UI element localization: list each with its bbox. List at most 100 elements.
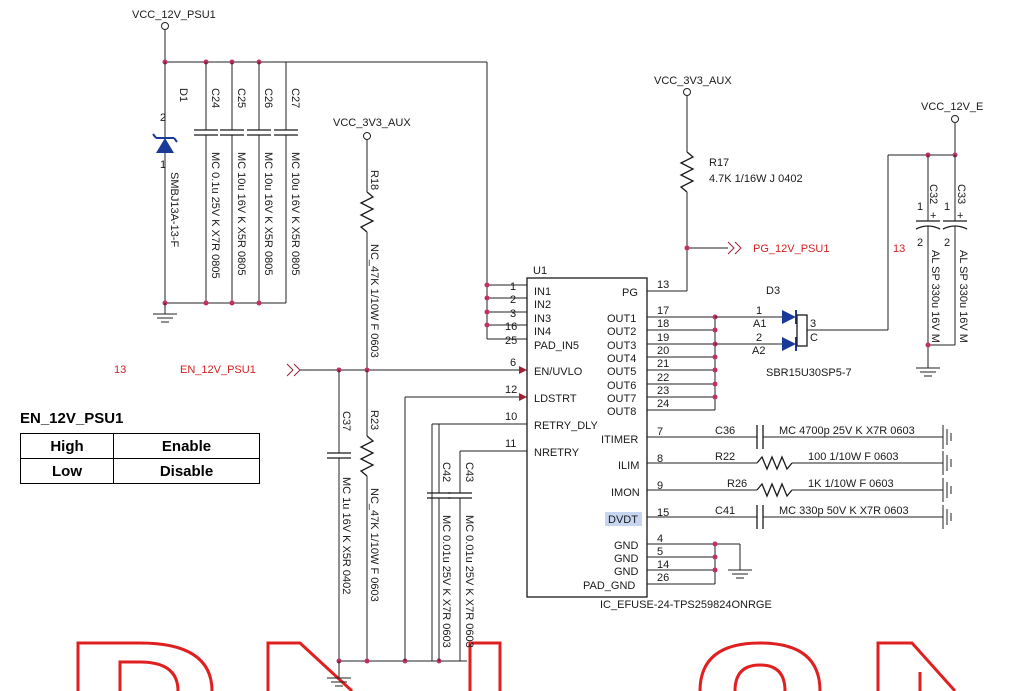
pin-num: 9: [657, 480, 663, 492]
r17-ref: R17: [709, 157, 729, 169]
pin-name: GND: [614, 553, 639, 565]
ground-symbols-right: [942, 425, 952, 529]
d1-pin-top: 2: [160, 112, 166, 124]
tvs-diode-d1[interactable]: D1 2 1 SMBJ13A-13-F: [152, 62, 189, 303]
pin-num: 8: [657, 453, 663, 465]
capacitor-c32[interactable]: C32 1 + 2 AL SP 330u 16V M: [915, 155, 941, 368]
net-label-vcc-3v3-aux-right: VCC_3V3_AUX: [654, 75, 732, 87]
ic-u1[interactable]: U1 IC_EFUSE-24-TPS259824ONRGE 1 IN1 2 IN…: [505, 265, 772, 611]
c36-value: MC 4700p 25V K X7R 0603: [779, 425, 915, 437]
pin-num: 4: [657, 533, 663, 545]
c33-pin1: 1: [944, 201, 950, 213]
level-cell: Low: [20, 458, 114, 484]
pin-num: 11: [505, 438, 516, 450]
c42-ref: C42: [440, 462, 452, 482]
c41-ref: C41: [715, 505, 735, 517]
enable-truth-table: EN_12V_PSU1 High Enable Low Disable: [20, 410, 260, 484]
dvdt-highlight: [605, 512, 642, 526]
pin-num: 10: [505, 411, 517, 423]
pin-num: 6: [510, 357, 516, 369]
c42-value: MC 0.01u 25V K X7R 0603: [440, 515, 452, 648]
capacitor-c42[interactable]: C42 MC 0.01u 25V K X7R 0603: [427, 424, 452, 661]
pin-num: 3: [510, 308, 516, 320]
pin-num: 22: [657, 372, 669, 384]
net-label-pg-12v-psu1: PG_12V_PSU1: [753, 243, 829, 255]
truth-table-title: EN_12V_PSU1: [20, 410, 124, 427]
pin-num: 14: [657, 559, 669, 571]
pin-num: 17: [657, 305, 669, 317]
capacitor-c36[interactable]: C36 MC 4700p 25V K X7R 0603: [647, 425, 943, 449]
c25-ref: C25: [235, 88, 247, 108]
pin-name: GND: [614, 566, 639, 578]
truth-table-grid: High Enable Low Disable: [20, 433, 260, 484]
capacitor-c26[interactable]: C26 MC 10u 16V K X5R 0805: [247, 62, 274, 303]
output-rail: VCC_12V_E 13 C32 1 + 2 AL SP 330u 16V M …: [887, 101, 983, 377]
resistor-r26[interactable]: R26 1K 1/10W F 0603: [647, 478, 943, 498]
pin-num: 16: [505, 321, 517, 333]
d3-pin1: 1: [756, 305, 762, 317]
sheet-ref-12ve: 13: [893, 243, 905, 255]
c27-value: MC 10u 16V K X5R 0805: [289, 152, 301, 276]
pin-name: OUT6: [607, 380, 636, 392]
r17-value: 4.7K 1/16W J 0402: [709, 173, 803, 185]
d1-ref: D1: [177, 88, 189, 102]
pin-name: GND: [614, 540, 639, 552]
state-cell: Disable: [113, 458, 260, 484]
capacitor-c25[interactable]: C25 MC 10u 16V K X5R 0805: [220, 62, 247, 303]
r23-ref: R23: [368, 410, 380, 430]
pin-name: OUT4: [607, 353, 636, 365]
capacitor-c27[interactable]: C27 MC 10u 16V K X5R 0805: [274, 62, 301, 303]
u1-right-stubs: [647, 290, 752, 585]
c32-value: AL SP 330u 16V M: [929, 250, 941, 343]
c27-ref: C27: [289, 88, 301, 108]
c25-value: MC 10u 16V K X5R 0805: [235, 152, 247, 276]
resistor-r22[interactable]: R22 100 1/10W F 0603: [647, 451, 943, 471]
input-rail: VCC_12V_PSU1: [132, 9, 527, 340]
pin-name: OUT3: [607, 340, 636, 352]
table-row: Low Disable: [20, 458, 260, 484]
pin-num: 5: [657, 546, 663, 558]
pin-name: OUT5: [607, 366, 636, 378]
c32-pin1: 1: [917, 201, 923, 213]
watermark: [76, 641, 957, 691]
timing-nets: [404, 396, 527, 661]
pin-name: OUT8: [607, 406, 636, 418]
rc-network: C36 MC 4700p 25V K X7R 0603 R22 100 1/10…: [647, 425, 952, 529]
en-net: 13 EN_12V_PSU1: [114, 363, 527, 377]
pin-name: RETRY_DLY: [534, 420, 598, 432]
pg-pullup: VCC_3V3_AUX R17 4.7K 1/16W J 0402 PG_12V…: [654, 75, 829, 291]
r26-ref: R26: [727, 478, 747, 490]
capacitor-c24[interactable]: C24 MC 0.1u 25V K X7R 0805: [194, 62, 221, 303]
resistor-r23[interactable]: R23 NC_47K 1/10W F 0603: [359, 370, 380, 661]
pin-num: 18: [657, 318, 669, 330]
r18-value: NC_47K 1/10W F 0603: [368, 244, 380, 358]
c26-value: MC 10u 16V K X5R 0805: [262, 152, 274, 276]
input-capacitors: C24 MC 0.1u 25V K X7R 0805 C25 MC 10u 16…: [153, 62, 301, 323]
diode-d3[interactable]: D3 1 A1 2 A2 3 C SBR15U30SP5-7: [715, 285, 888, 379]
r18-ref: R18: [368, 170, 380, 190]
pin-name: DVDT: [608, 514, 638, 526]
pin-name: ITIMER: [601, 434, 638, 446]
c43-ref: C43: [463, 462, 475, 482]
resistor-r17[interactable]: R17 4.7K 1/16W J 0402: [679, 151, 803, 193]
net-label-vcc-12v-psu1: VCC_12V_PSU1: [132, 9, 216, 21]
pin-name: PAD_IN5: [534, 340, 579, 352]
capacitor-c43[interactable]: C43 MC 0.01u 25V K X7R 0603: [448, 462, 475, 661]
c24-ref: C24: [209, 88, 221, 108]
pin-num: 20: [657, 345, 669, 357]
net-label-vcc-12v-e: VCC_12V_E: [921, 101, 983, 113]
net-label-vcc-3v3-aux-left: VCC_3V3_AUX: [333, 117, 411, 129]
c32-plus: +: [930, 210, 936, 222]
r22-ref: R22: [715, 451, 735, 463]
pin-num: 23: [657, 385, 669, 397]
c33-ref: C33: [955, 184, 967, 204]
capacitor-c41[interactable]: C41 MC 330p 50V K X7R 0603: [647, 505, 943, 529]
capacitor-c37[interactable]: C37 MC 1u 16V K X5R 0402: [327, 370, 352, 661]
pin-num: 13: [657, 279, 669, 291]
d3-ref: D3: [766, 285, 780, 297]
resistor-r18[interactable]: R18 NC_47K 1/10W F 0603: [359, 170, 380, 358]
pin-num: 26: [657, 572, 669, 584]
capacitor-c33[interactable]: C33 1 + 2 AL SP 330u 16V M: [942, 155, 969, 345]
d3-a2: A2: [752, 345, 765, 357]
level-cell: High: [20, 433, 114, 459]
